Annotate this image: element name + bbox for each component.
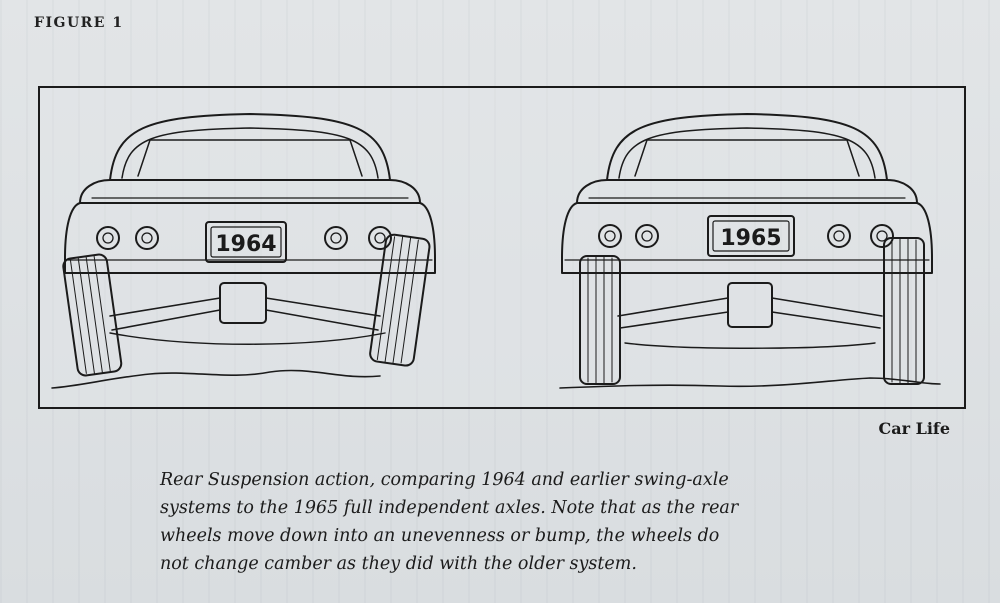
caption-line: wheels move down into an unevenness or b… [160, 526, 720, 546]
car-1965-drawing: 1965 [559, 113, 941, 389]
plate-1964-text: 1964 [215, 232, 276, 257]
figure-label: FIGURE 1 [34, 15, 124, 31]
car-1964-drawing: 1964 [51, 113, 436, 389]
plate-1965-text: 1965 [720, 226, 781, 251]
illustration-frame: 1964 [38, 86, 966, 409]
figure-caption: Rear Suspension action, comparing 1964 a… [160, 466, 860, 578]
suspension-illustration: 1964 [51, 113, 941, 389]
caption-line: not change camber as they did with the o… [160, 554, 637, 574]
caption-line: systems to the 1965 full independent axl… [160, 498, 739, 518]
image-credit: Car Life [878, 419, 951, 438]
caption-line: Rear Suspension action, comparing 1964 a… [160, 470, 729, 490]
